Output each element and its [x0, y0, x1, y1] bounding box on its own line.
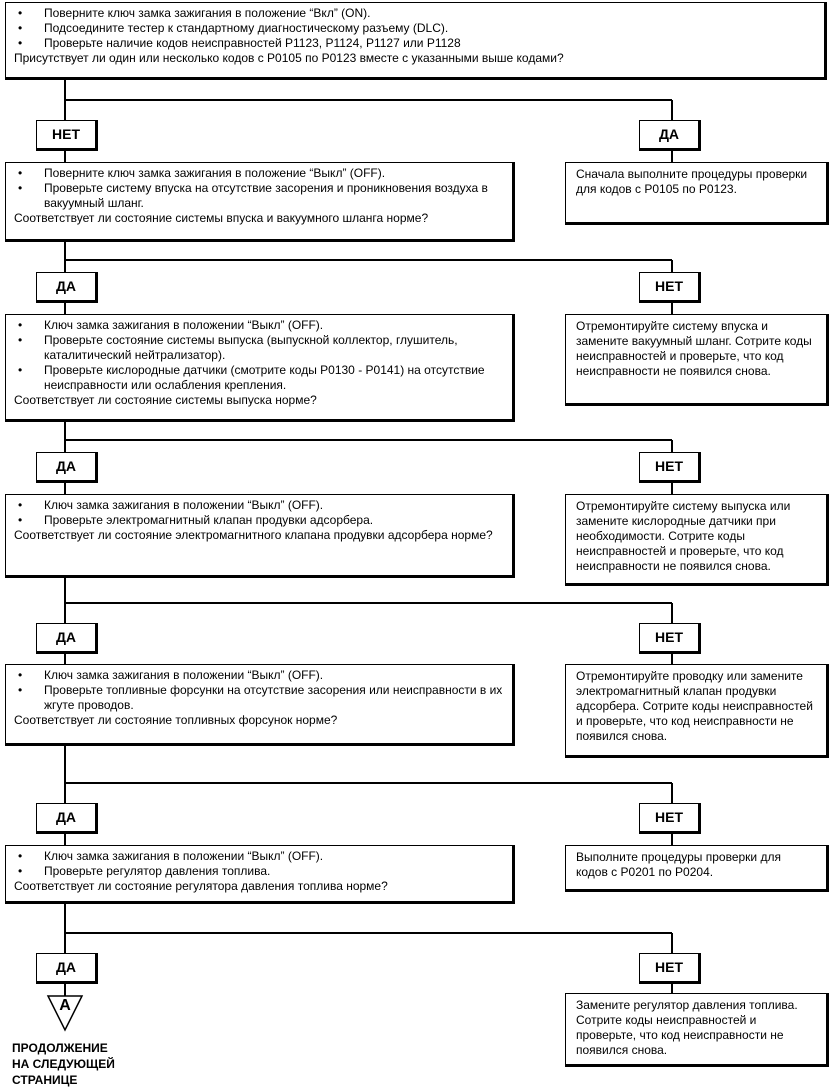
step-5-bullet: Ключ замка зажигания в положении “Выкл” … — [14, 668, 504, 683]
step-5-question: Соответствует ли состояние топливных фор… — [14, 713, 338, 727]
step-6-yes-tag: ДА — [36, 953, 98, 984]
step-4-question: Соответствует ли состояние электромагнит… — [14, 528, 493, 542]
step-4-box: Ключ замка зажигания в положении “Выкл” … — [5, 494, 515, 578]
continuation-triangle — [46, 995, 84, 1032]
step-5-yes-tag: ДА — [36, 803, 98, 834]
step-4-no-tag: НЕТ — [639, 623, 701, 654]
step-2-box: Поверните ключ замка зажигания в положен… — [5, 162, 515, 242]
step-5-action-box: Выполните процедуры проверки для кодов с… — [565, 845, 829, 892]
step-4-action-box: Отремонтируйте проводку или замените эле… — [565, 664, 829, 758]
continuation-mark: A — [59, 997, 71, 1014]
step-3-bullet: Проверьте кислородные датчики (смотрите … — [14, 363, 504, 393]
step-3-box: Ключ замка зажигания в положении “Выкл” … — [5, 314, 515, 422]
step-2-bullet: Проверьте систему впуска на отсутствие з… — [14, 181, 504, 211]
step-2-bullet: Поверните ключ замка зажигания в положен… — [14, 166, 504, 181]
step-6-bullet: Проверьте регулятор давления топлива. — [14, 864, 504, 879]
step-2-yes-tag: ДА — [36, 272, 98, 303]
continuation-line: НА СЛЕДУЮЩЕЙ — [12, 1057, 115, 1071]
step-6-box: Ключ замка зажигания в положении “Выкл” … — [5, 845, 515, 904]
step-1-yes-tag: ДА — [639, 120, 701, 151]
step-6-bullet: Ключ замка зажигания в положении “Выкл” … — [14, 849, 504, 864]
step-5-box: Ключ замка зажигания в положении “Выкл” … — [5, 664, 515, 746]
step-3-bullet: Проверьте состояние системы выпуска (вып… — [14, 333, 504, 363]
step-1-bullet: Проверьте наличие кодов неисправностей P… — [14, 36, 816, 51]
step-3-action-box: Отремонтируйте систему выпуска или замен… — [565, 494, 829, 586]
continuation-line: ПРОДОЛЖЕНИЕ — [12, 1041, 108, 1055]
step-4-yes-tag: ДА — [36, 623, 98, 654]
step-1-no-tag: НЕТ — [36, 120, 98, 151]
step-3-bullet: Ключ замка зажигания в положении “Выкл” … — [14, 318, 504, 333]
step-4-bullet: Ключ замка зажигания в положении “Выкл” … — [14, 498, 504, 513]
continuation-line: СТРАНИЦЕ — [12, 1073, 78, 1087]
step-6-no-tag: НЕТ — [639, 953, 701, 984]
step-4-bullet: Проверьте электромагнитный клапан продув… — [14, 513, 504, 528]
step-6-action-box: Замените регулятор давления топлива. Сот… — [565, 993, 829, 1067]
step-1-bullet: Подсоедините тестер к стандартному диагн… — [14, 21, 816, 36]
step-5-no-tag: НЕТ — [639, 803, 701, 834]
continuation-label: ПРОДОЛЖЕНИЕ НА СЛЕДУЮЩЕЙ СТРАНИЦЕ — [12, 1040, 115, 1088]
step-2-action-box: Отремонтируйте систему впуска и замените… — [565, 314, 829, 406]
step-1-action-box: Сначала выполните процедуры проверки для… — [565, 162, 829, 225]
step-5-bullet: Проверьте топливные форсунки на отсутств… — [14, 683, 504, 713]
step-3-no-tag: НЕТ — [639, 452, 701, 483]
step-6-question: Соответствует ли состояние регулятора да… — [14, 879, 388, 893]
step-1-bullet: Поверните ключ замка зажигания в положен… — [14, 6, 816, 21]
step-1-question: Присутствует ли один или несколько кодов… — [14, 51, 564, 65]
step-1-box: Поверните ключ замка зажигания в положен… — [5, 2, 827, 80]
step-2-question: Соответствует ли состояние системы впуск… — [14, 211, 429, 225]
step-2-no-tag: НЕТ — [639, 272, 701, 303]
step-3-yes-tag: ДА — [36, 452, 98, 483]
step-3-question: Соответствует ли состояние системы выпус… — [14, 393, 317, 407]
